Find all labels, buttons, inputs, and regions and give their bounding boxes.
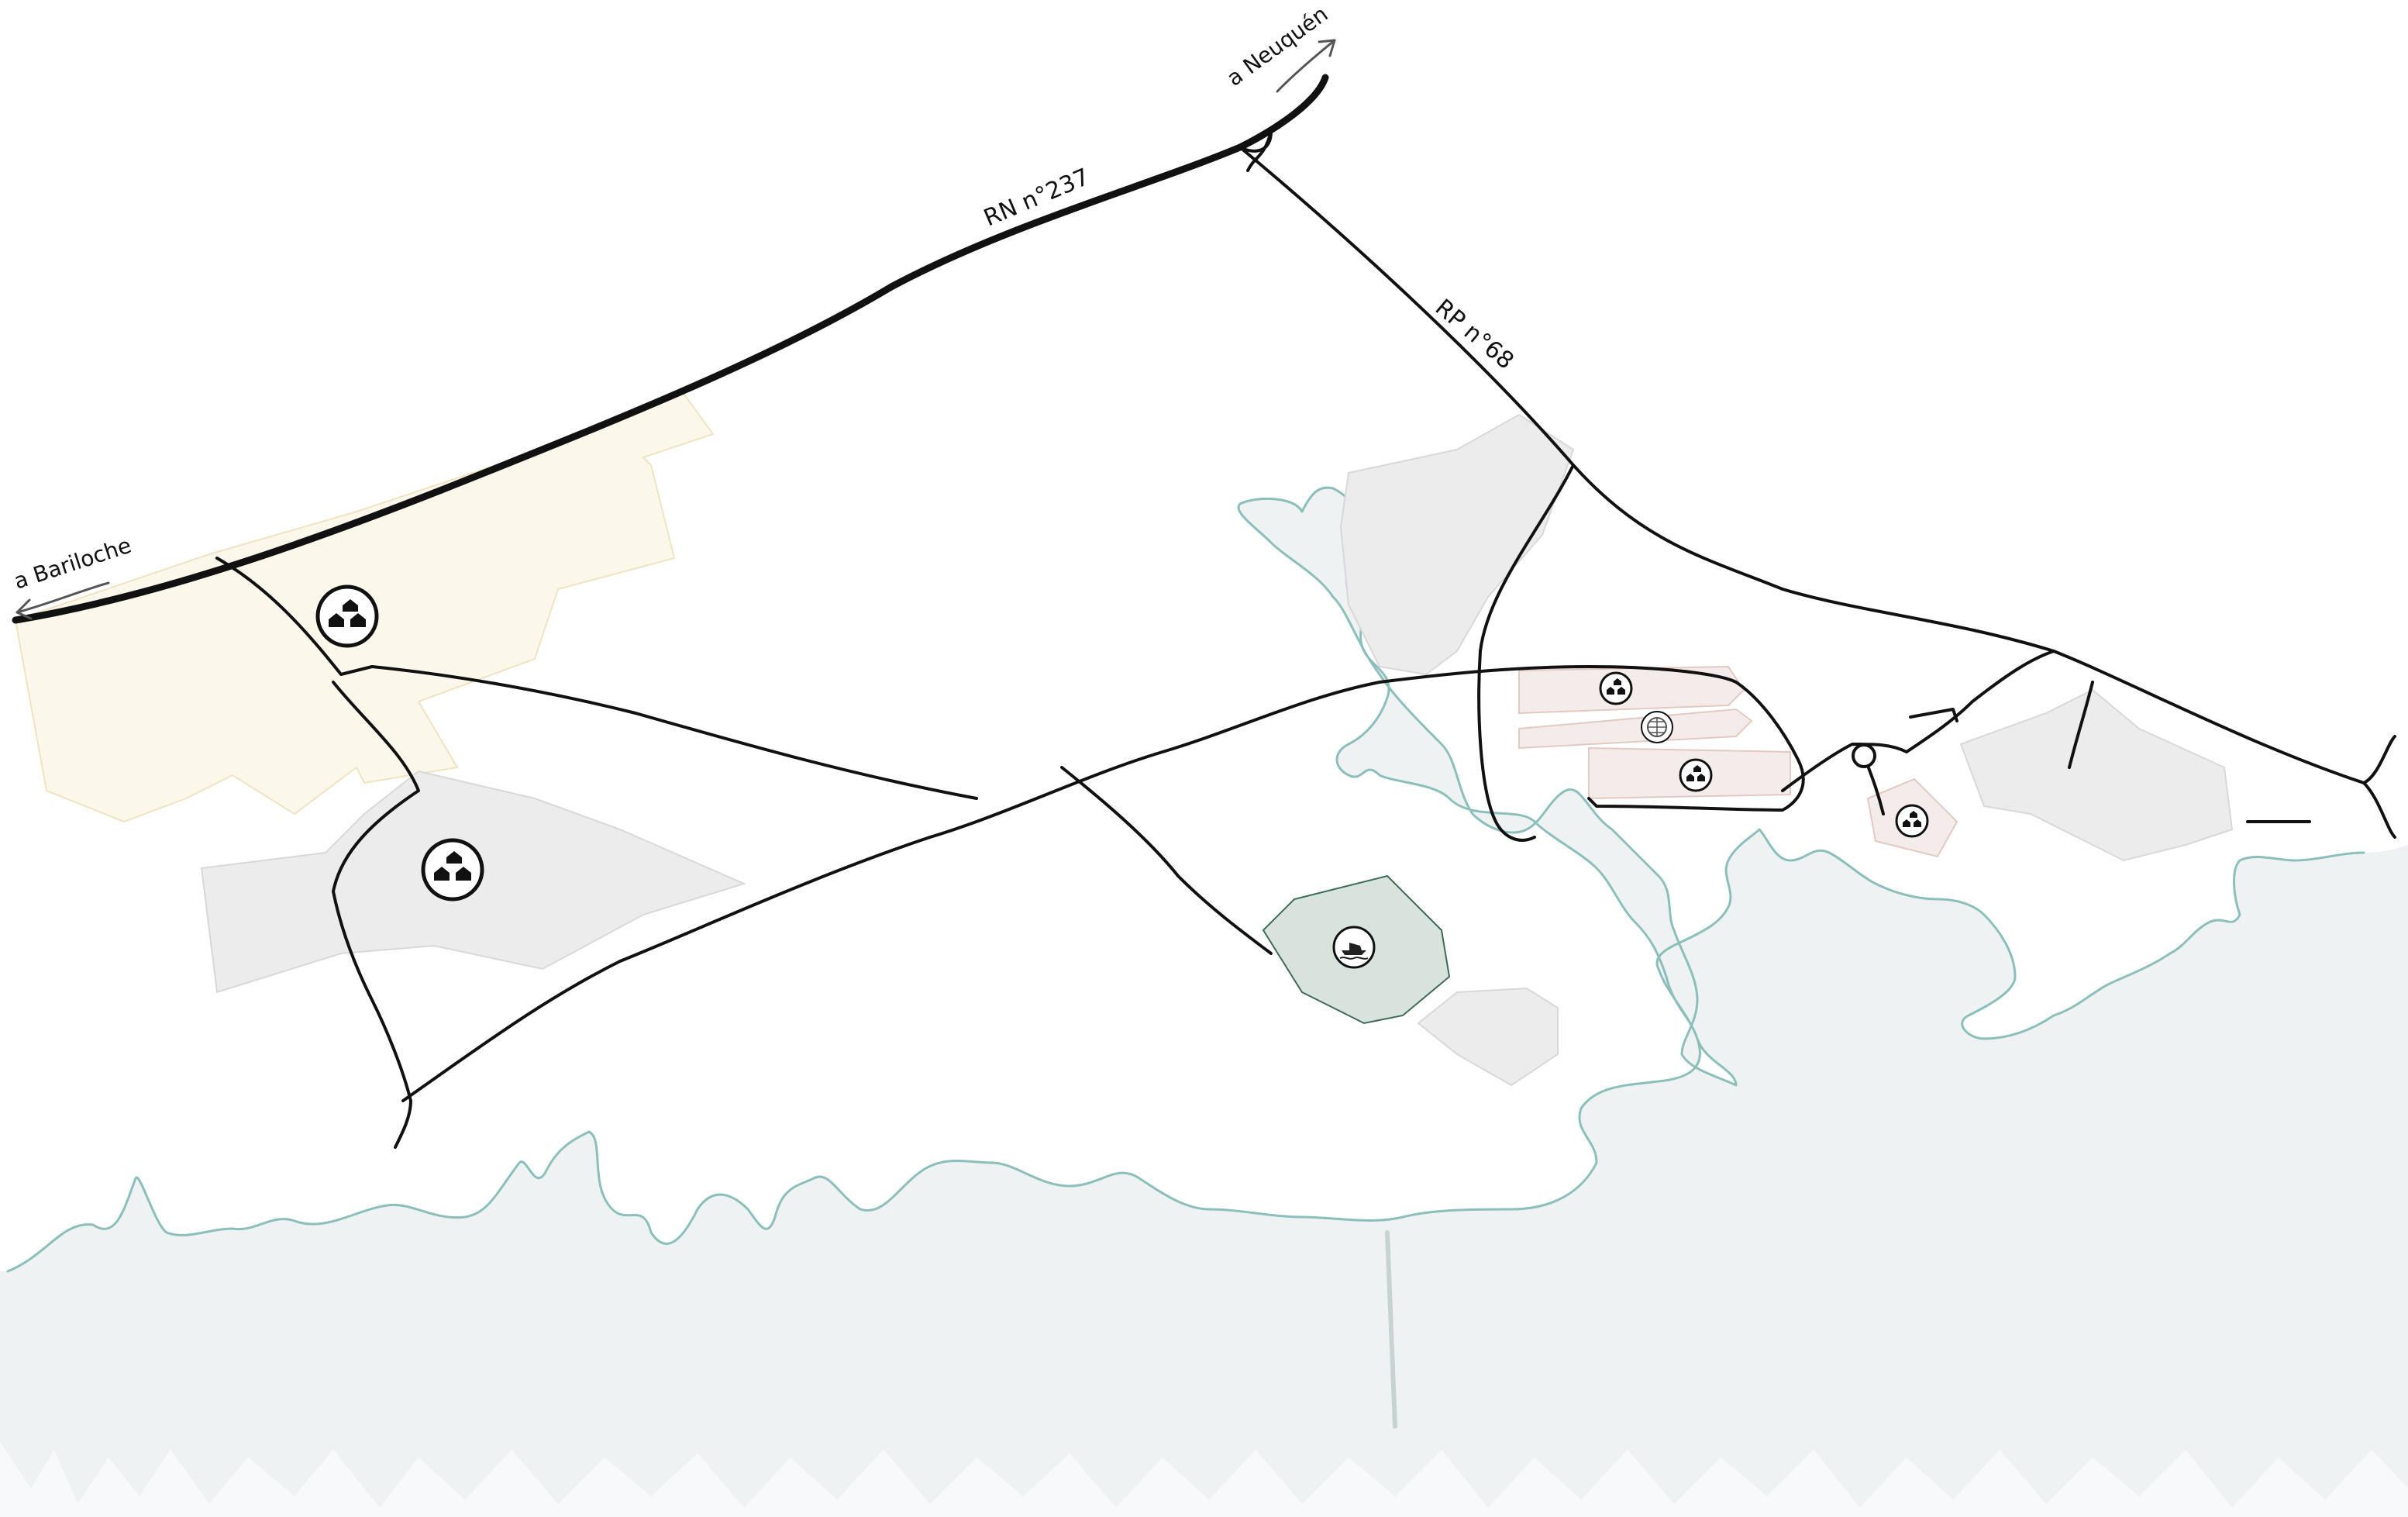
water-brush-texture (0, 1442, 2408, 1517)
arrow-left-icon (16, 581, 110, 620)
road-rp-68 (1238, 146, 2365, 784)
lake-water-fill (0, 488, 2408, 1517)
road-pier (1909, 708, 1958, 722)
arrow-right-icon (1276, 39, 1336, 93)
zone-gray-east (1959, 688, 2234, 862)
road-loop-east (1587, 681, 1805, 812)
lake-water (0, 486, 2408, 1517)
road-rn-237 (12, 74, 1329, 624)
label-dir-bariloche: a Bariloche (11, 533, 135, 595)
road-east-spur (2068, 681, 2094, 769)
road-coast-spur (1060, 766, 1273, 955)
globe-icon (1641, 711, 1673, 743)
road-west-3 (370, 665, 978, 800)
map-icons (315, 584, 1929, 969)
label-rp-68: RP n°68 (1430, 294, 1519, 374)
road-east-end (2246, 735, 2396, 839)
water-inlet-line (1385, 1230, 1397, 1429)
houses-icon (1599, 671, 1633, 705)
houses-icon (1679, 758, 1713, 792)
road-west-1 (215, 557, 374, 676)
zone-pink-strip-2 (1518, 708, 1753, 750)
roads (12, 74, 2396, 1149)
zone-gray-north (1339, 413, 1575, 676)
lake-shoreline (6, 486, 2365, 1273)
boat-icon (1332, 926, 1376, 969)
road-west-2 (332, 681, 420, 1149)
label-dir-neuquen: a Neuquén (1222, 1, 1333, 91)
road-access-b (1246, 130, 1273, 172)
houses-icon (421, 838, 484, 902)
houses-icon (315, 584, 379, 648)
road-central (401, 665, 1738, 1102)
road-roundabout-link (1781, 650, 2055, 792)
road-loop-north (1477, 464, 1575, 842)
houses-icon (1895, 804, 1929, 838)
roundabout (1852, 743, 1876, 768)
zone-gray-south (1417, 987, 1559, 1087)
